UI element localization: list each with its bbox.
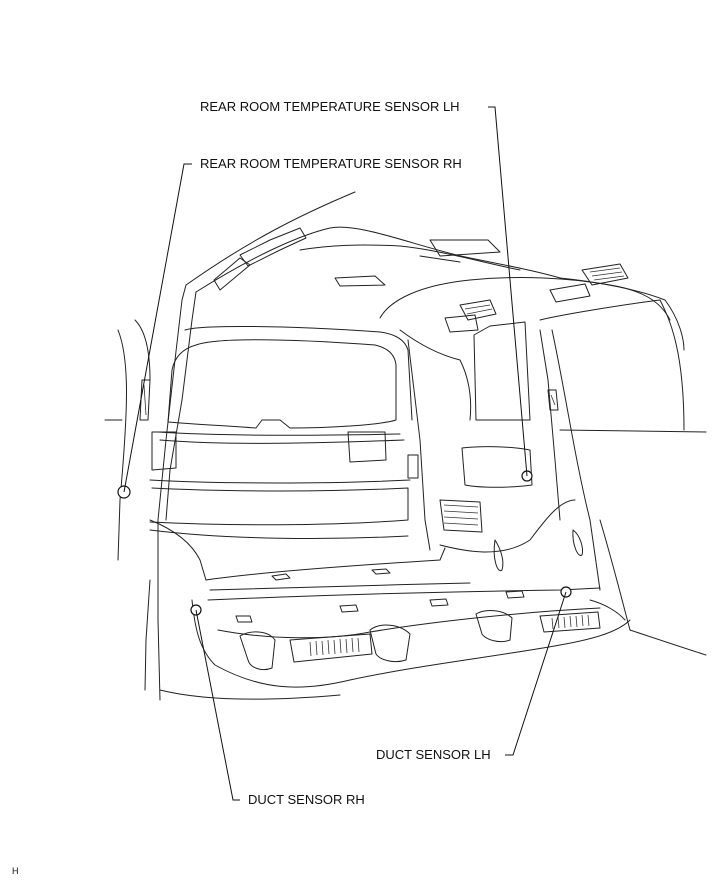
rear-hatch-window: [149, 325, 419, 539]
cargo-floor: [149, 519, 631, 700]
roof-lining: [185, 191, 685, 351]
leader-rear-lh: [488, 106, 528, 477]
leader-duct-lh: [505, 591, 567, 756]
label-duct-sensor-lh: DUCT SENSOR LH: [376, 747, 491, 762]
right-side-panel: [399, 299, 707, 656]
sensor-markers: [117, 470, 572, 616]
label-rear-room-temp-sensor-lh: REAR ROOM TEMPERATURE SENSOR LH: [200, 99, 460, 114]
leader-rear-rh: [123, 163, 192, 493]
left-pillar: [104, 227, 307, 701]
floor-duct-vents: [289, 611, 601, 663]
figure-id: H: [12, 866, 19, 876]
leader-lines: [123, 106, 567, 801]
roof-vents: [334, 239, 629, 333]
leader-duct-rh: [195, 609, 240, 801]
label-duct-sensor-rh: DUCT SENSOR RH: [248, 792, 365, 807]
label-rear-room-temp-sensor-rh: REAR ROOM TEMPERATURE SENSOR RH: [200, 156, 462, 171]
